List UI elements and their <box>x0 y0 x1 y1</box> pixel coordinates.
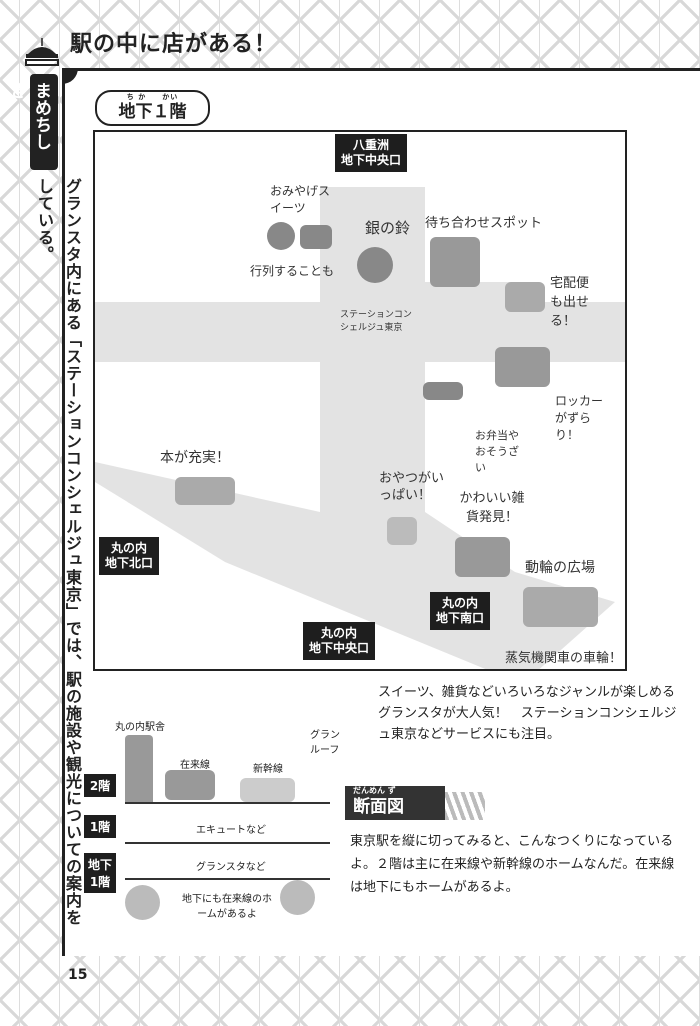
map-caption: スイーツ、雑貨などいろいろなジャンルが楽しめるグランスタが大人気！ ステーション… <box>378 685 677 742</box>
floor-2f: 2階 <box>84 774 116 797</box>
locker-icon <box>495 347 550 387</box>
cake-icon <box>300 225 332 249</box>
note-delivery: 宅配便も出せる！ <box>550 276 590 329</box>
note-queue: 行列することも <box>250 264 335 278</box>
section-text: 東京駅を縦に切ってみると、こんなつくりになっているよ。２階は主に在来線や新幹線の… <box>350 834 675 895</box>
note-souvenir: おみやげスイーツ <box>270 184 331 215</box>
exit-marunouchi-south: 丸の内地下南口 <box>430 592 491 630</box>
trivia-text: グランスタ内にある「ステーションコンシェルジュ東京」では、駅の施設や観光について… <box>35 178 82 926</box>
section-heading: だんめん ず 断面図 <box>345 786 445 820</box>
section-heading-ruby: だんめん ず <box>353 786 396 795</box>
note-gin-no-suzu: 銀の鈴 <box>365 219 411 237</box>
exit-name: 丸の内 <box>321 626 358 640</box>
note-snacks: おやつがいっぱい！ <box>379 471 445 503</box>
exit-marunouchi-north: 丸の内地下北口 <box>99 537 160 575</box>
silver-bell-icon <box>357 247 393 283</box>
note-books: 本が充実！ <box>160 450 230 466</box>
station-building-icon <box>125 735 153 803</box>
conventional-train-icon <box>280 880 315 915</box>
exit-marunouchi-central: 丸の内地下中央口 <box>303 622 376 660</box>
stationery-icon <box>455 537 510 577</box>
exit-name: 地下北口 <box>105 556 154 570</box>
note-meeting: 待ち合わせスポット <box>425 216 543 231</box>
trivia-sidebar: まめちしき グランスタ内にある「ステーションコンシェルジュ東京」では、駅の施設や… <box>6 74 82 938</box>
floor-line <box>125 878 330 880</box>
label-roof: グランルーフ <box>310 730 340 756</box>
note-lockers: ロッカーがずらり！ <box>555 394 604 442</box>
trivia-label: まめちしき <box>6 74 58 170</box>
shinkansen-icon <box>240 778 295 802</box>
snack-jar-icon <box>387 517 417 545</box>
floor-badge: ち か かい 地下１階 <box>95 90 210 126</box>
locomotive-wheels-icon <box>523 587 598 627</box>
exit-name: 地下南口 <box>436 611 485 625</box>
floor-1f: 1階 <box>84 815 116 838</box>
onigiri-icon <box>423 382 463 400</box>
floor-label: 地下１階 <box>118 102 187 122</box>
label-building: 丸の内駅舎 <box>115 722 165 733</box>
exit-name: 地下中央口 <box>309 641 370 655</box>
orange-icon <box>267 222 295 250</box>
floor-line <box>125 802 330 804</box>
label-f1: エキュートなど <box>196 825 266 836</box>
note-wheels: 蒸気機関車の車輪！ <box>505 651 623 666</box>
exit-name: 丸の内 <box>442 596 479 610</box>
floor-b1: 地下1階 <box>84 853 116 893</box>
note-concierge: ステーションコンシェルジュ東京 <box>340 310 412 333</box>
floor-line <box>125 842 330 844</box>
note-plaza: 動輪の広場 <box>525 560 595 576</box>
exit-name: 地下中央口 <box>341 153 402 167</box>
label-b1: グランスタなど <box>196 862 266 873</box>
label-shinkansen: 新幹線 <box>253 764 283 775</box>
floor-ruby: ち か かい <box>126 93 179 101</box>
book-icon <box>175 477 235 505</box>
label-underground-note: 地下にも在来線のホームがあるよ <box>182 894 272 920</box>
page-title: 駅の中に店がある！ <box>70 32 278 57</box>
section-heading-text: 断面図 <box>353 797 404 817</box>
station-logo-icon <box>24 38 60 66</box>
exit-name: 八重洲 <box>353 138 390 152</box>
b1-floor-map: 八重洲地下中央口 丸の内地下北口 丸の内地下中央口 丸の内地下南口 おみやげスイ… <box>93 130 627 671</box>
train-icon <box>165 770 215 800</box>
note-bento: お弁当やおそうざい <box>475 429 519 474</box>
label-conventional: 在来線 <box>180 760 210 771</box>
subway-train-icon <box>125 885 160 920</box>
heading-stripes <box>445 792 485 820</box>
exit-yaesu-central: 八重洲地下中央口 <box>335 134 408 172</box>
exit-name: 丸の内 <box>111 541 148 555</box>
page-number: 15 <box>68 967 88 983</box>
note-goods: かわいい雑貨発見！ <box>459 491 525 525</box>
meeting-people-icon <box>430 237 480 287</box>
package-icon <box>505 282 545 312</box>
